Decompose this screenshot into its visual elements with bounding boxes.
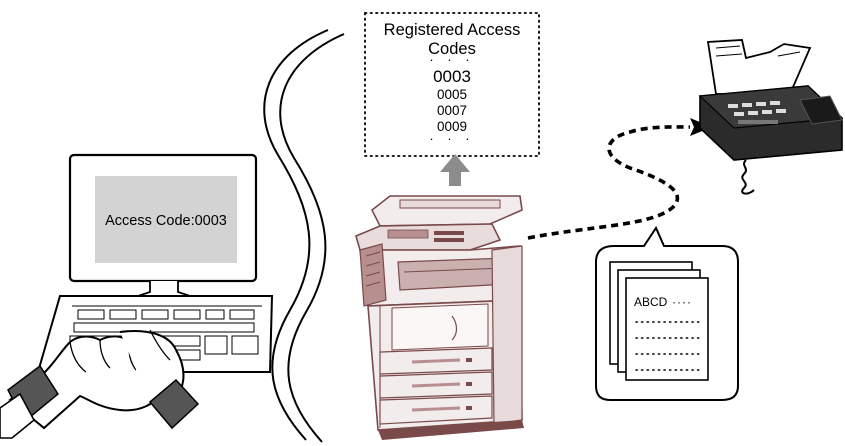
document-pages: ABCD ···· xyxy=(609,261,709,381)
code-item: 0009 xyxy=(437,119,467,134)
screen-access-code-text: Access Code:0003 xyxy=(105,213,227,229)
codes-ellipsis-top: · · · xyxy=(429,52,474,67)
registered-codes-box: Registered Access Codes · · · 0003 0005 … xyxy=(364,12,540,157)
fax-machine xyxy=(698,39,844,195)
document-dots: ···· xyxy=(672,295,692,309)
codes-title-line1: Registered Access xyxy=(384,21,521,39)
computer-illustration: Access Code:0003 xyxy=(0,153,274,439)
code-item: 0007 xyxy=(437,103,467,118)
copier-machine xyxy=(355,195,524,440)
computer-monitor: Access Code:0003 xyxy=(68,153,258,297)
codes-title-line2: Codes xyxy=(428,40,476,58)
typing-hands xyxy=(0,329,200,439)
code-item: 0003 xyxy=(433,67,471,86)
monitor-screen xyxy=(95,176,237,263)
network-wavy-lines xyxy=(263,29,345,443)
document-text: ABCD xyxy=(634,295,668,309)
up-arrow xyxy=(440,154,470,186)
fax-transmission-line xyxy=(527,118,712,240)
codes-ellipsis-bottom: · · · xyxy=(429,131,474,146)
document-bubble: ABCD ···· xyxy=(595,225,739,401)
code-item: 0005 xyxy=(437,87,467,102)
